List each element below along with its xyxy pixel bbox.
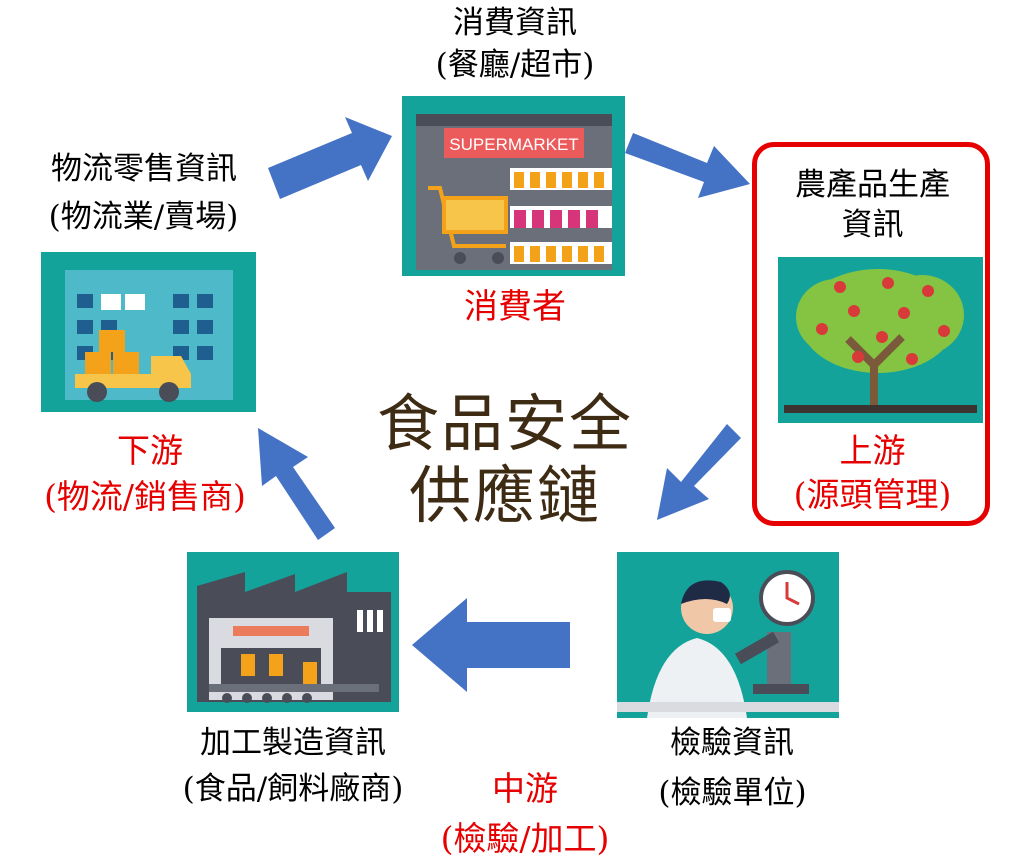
supermarket-image: SUPERMARKET: [402, 96, 625, 276]
arrow-inspection-to-processing: [412, 598, 570, 692]
lab-scientist-image: [617, 552, 839, 718]
midstream-role: 中游: [492, 769, 558, 808]
inspection-title: 檢驗資訊: [670, 725, 794, 761]
producer-title-line1: 農產品生產: [795, 167, 950, 203]
arrow-logistics-to-consumer: [268, 117, 392, 199]
factory-image: [187, 552, 399, 712]
downstream-role: 下游: [117, 431, 183, 470]
upstream-highlight-box: [752, 142, 990, 526]
logistics-title: 物流零售資訊: [51, 151, 237, 187]
logistics-subtitle: (物流業/賣場): [48, 199, 239, 235]
midstream-role-sub: (檢驗/加工): [440, 819, 610, 858]
arrow-producer-to-inspection: [657, 424, 741, 520]
svg-text:SUPERMARKET: SUPERMARKET: [449, 135, 578, 154]
upstream-role: 上游: [839, 431, 906, 470]
center-title-line1: 食品安全: [376, 387, 633, 460]
consumer-role: 消費者: [464, 287, 566, 327]
processing-subtitle: (食品/飼料廠商): [182, 771, 404, 807]
upstream-role-sub: (源頭管理): [793, 475, 952, 514]
inspection-subtitle: (檢驗單位): [658, 775, 807, 811]
arrow-consumer-to-producer: [625, 133, 750, 198]
center-title-line2: 供應鏈: [408, 459, 601, 532]
processing-title: 加工製造資訊: [200, 725, 386, 761]
downstream-role-sub: (物流/銷售商): [44, 477, 246, 516]
producer-title-line2: 資訊: [841, 207, 904, 243]
arrow-processing-to-logistics: [258, 428, 335, 540]
consumer-subtitle: (餐廳/超市): [435, 47, 595, 83]
consumer-title: 消費資訊: [453, 5, 577, 41]
fruit-tree-image: [778, 257, 983, 423]
warehouse-truck-image: [41, 252, 256, 412]
center-title: 食品安全 供應鏈: [355, 388, 655, 532]
